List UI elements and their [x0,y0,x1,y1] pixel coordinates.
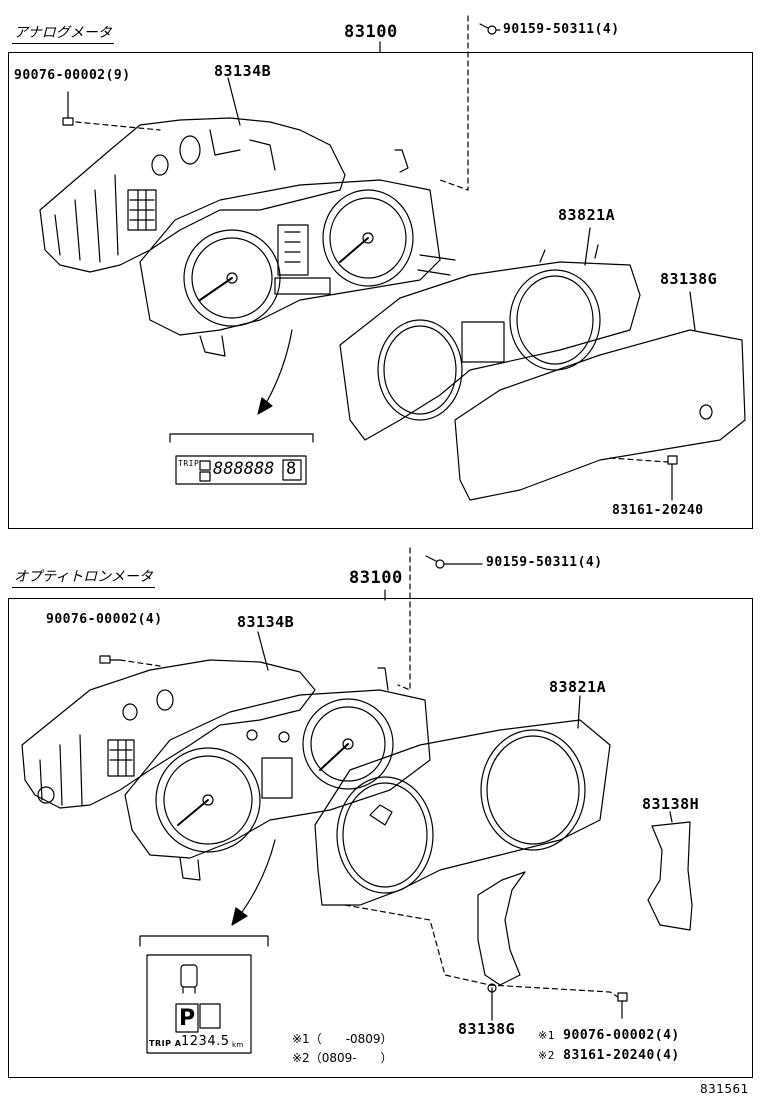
lower-note-1-number: 90076-00002(4) [563,1028,680,1043]
figure-id: 831561 [700,1082,749,1096]
upper-detail-arrow [264,329,293,406]
upper-screw-dashed-leader [439,15,469,191]
upper-glass-drawing [454,291,746,501]
lower-display-trip: TRIP A [149,1039,182,1048]
lower-plate-part[interactable]: 83821A [549,678,607,696]
upper-top-screw-part[interactable]: 90159-50311(4) [503,22,620,37]
lower-note-1-part[interactable]: ※1 90076-00002(4) [538,1028,680,1043]
lower-note-2-part[interactable]: ※2 83161-20240(4) [538,1048,680,1063]
upper-bolt-icon [609,455,678,501]
lower-left-screw-icon [99,655,161,667]
lower-top-screw-part[interactable]: 90159-50311(4) [486,555,603,570]
upper-plate-part[interactable]: 83821A [558,206,616,224]
lower-cover-drawing [647,811,693,931]
lower-top-screw-icon [425,555,483,569]
upper-detail-arrowhead [257,397,273,415]
upper-lcd-bracket [169,433,314,443]
lower-multi-display [146,954,252,1054]
lower-cover-leader [669,811,673,823]
lower-case-drawing [21,631,316,809]
upper-case-leader [227,77,241,126]
upper-section-title: アナログメータ [12,22,114,44]
lower-case-part[interactable]: 83134B [237,613,295,631]
upper-plate-leader [584,227,591,266]
lower-left-screw-part[interactable]: 90076-00002(4) [46,612,163,627]
upper-gauge-face [139,149,456,357]
lower-display-unit: km [232,1041,244,1049]
lower-cover-part[interactable]: 83138H [642,795,700,813]
lower-display-odometer: 1234.5 [181,1034,230,1049]
lower-note-2-number: 83161-20240(4) [563,1048,680,1063]
upper-left-screw-part[interactable]: 90076-00002(9) [14,68,131,83]
lower-glass-drawing [477,871,526,1021]
upper-lcd-display [175,455,307,485]
upper-lcd-segments: 888888 [213,459,275,479]
lower-detail-arrowhead [231,907,248,926]
lower-detail-arrow [239,839,276,916]
upper-top-screw-icon [479,23,497,35]
lower-case-leader [257,631,269,671]
upper-lcd-trip-label: TRIP [178,459,200,468]
lower-note-2-range: ※2（0809- ） [292,1051,393,1065]
lower-assembly-number: 83100 [349,568,403,588]
lower-note-2-mark: ※2 [538,1049,555,1062]
lower-plate-leader [577,695,581,729]
upper-left-screw-icon [62,91,161,131]
upper-glass-leader [689,291,696,331]
lower-bolt-icon [617,992,628,1019]
upper-lcd-digit: 8 [286,459,297,479]
upper-assembly-number: 83100 [344,22,398,42]
lower-display-gear: P [179,1006,196,1031]
upper-case-part[interactable]: 83134B [214,62,272,80]
lower-note-1-mark: ※1 [538,1029,555,1042]
upper-plate-drawing [339,227,641,441]
upper-bolt-part[interactable]: 83161-20240 [612,503,704,518]
lower-note-1-range: ※1（ -0809） [292,1032,393,1046]
lower-dashed-path [344,904,619,998]
lower-glass-part[interactable]: 83138G [458,1020,516,1038]
lower-gauge-face [124,667,431,881]
lower-screw-dashed-leader [397,547,411,691]
lower-display-bracket [139,935,269,947]
lower-section-frame [8,598,753,1078]
lower-plate-drawing [314,695,611,906]
lower-section-title: オプティトロンメータ [12,566,155,588]
upper-section-frame [8,52,753,529]
upper-glass-part[interactable]: 83138G [660,270,718,288]
upper-case-drawing [39,77,346,273]
